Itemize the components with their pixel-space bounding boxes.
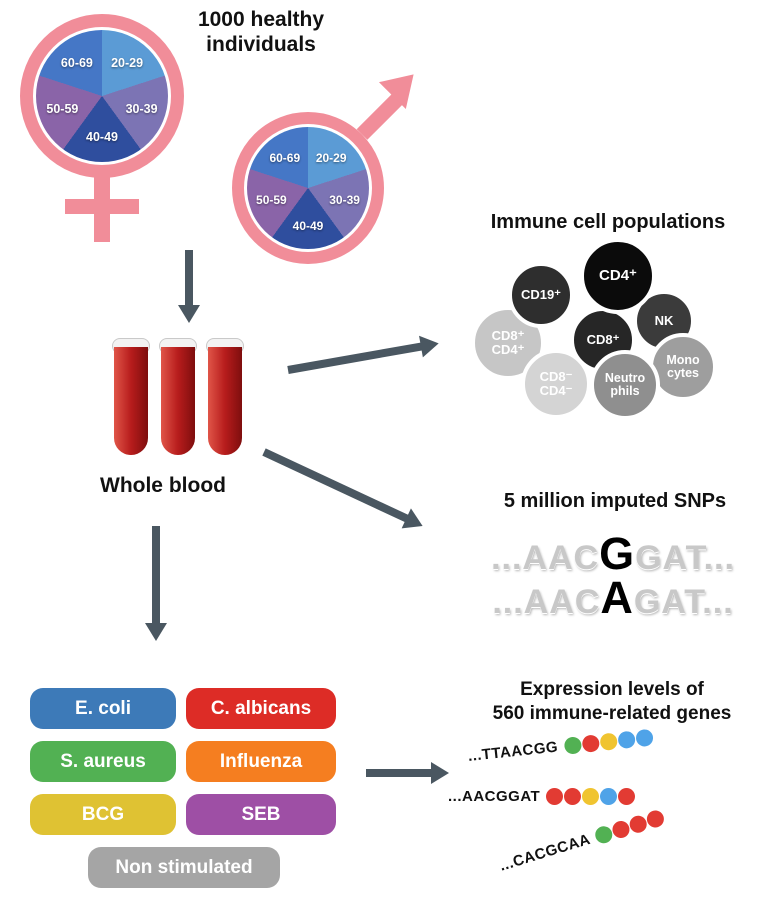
stimulus-label: C. albicans bbox=[210, 697, 312, 719]
gene-sequence: ...TTAACGG bbox=[467, 738, 559, 765]
arrow-blood-to-cells bbox=[287, 342, 423, 374]
age-label: 20-29 bbox=[315, 150, 347, 165]
female-symbol-crossbar bbox=[65, 199, 139, 214]
whole-blood-label: Whole blood bbox=[100, 474, 226, 497]
tube-body bbox=[161, 347, 195, 455]
gene-sequence: ...CACGCAA bbox=[497, 830, 593, 875]
cell-label: CD4⁺ bbox=[599, 267, 637, 285]
snp-seq-prefix: ...AAC bbox=[491, 539, 600, 577]
stimulus-non-stimulated: Non stimulated bbox=[88, 847, 280, 888]
stimulus-influenza: Influenza bbox=[186, 741, 336, 782]
snp-sequence-1: ...AACGGAT... bbox=[455, 528, 771, 580]
age-label: 30-39 bbox=[125, 102, 158, 117]
stimulus-calbicans: C. albicans bbox=[186, 688, 336, 729]
female-symbol: 20-29 30-39 40-49 50-59 60-69 bbox=[20, 14, 184, 178]
cell-neutrophils: Neutro phils bbox=[590, 350, 660, 420]
cell-label: Neutro phils bbox=[604, 370, 646, 398]
age-label: 40-49 bbox=[292, 218, 324, 233]
arrow-blood-to-stimuli bbox=[152, 526, 160, 624]
blood-tubes bbox=[112, 338, 252, 458]
snp-seq-prefix: ...AAC bbox=[492, 583, 601, 621]
cell-label: CD19⁺ bbox=[520, 287, 562, 303]
tube-body bbox=[208, 347, 242, 455]
arrow-individuals-to-blood bbox=[185, 250, 193, 306]
cell-cd4: CD4⁺ bbox=[580, 238, 656, 314]
arrow-blood-to-snps bbox=[262, 448, 409, 523]
stimulus-label: E. coli bbox=[75, 697, 131, 719]
snp-seq-suffix: GAT... bbox=[635, 539, 735, 577]
expression-dot bbox=[600, 788, 618, 805]
gene-expression-row: ...TTAACGG bbox=[467, 728, 654, 765]
cell-cd19: CD19⁺ bbox=[508, 262, 574, 328]
cohort-title: 1000 healthy individuals bbox=[197, 8, 325, 56]
arrow-stimuli-to-expression bbox=[366, 762, 449, 784]
expression-dot bbox=[634, 728, 654, 748]
snp-sequence-2: ...AACAGAT... bbox=[455, 572, 771, 624]
male-age-pie: 20-29 30-39 40-49 50-59 60-69 bbox=[247, 127, 369, 249]
snps-title: 5 million imputed SNPs bbox=[503, 490, 727, 512]
expression-dot bbox=[581, 734, 600, 753]
stimulus-label: BCG bbox=[81, 803, 125, 825]
stimulus-label: Non stimulated bbox=[115, 856, 253, 878]
cell-label: Mono cytes bbox=[666, 352, 700, 380]
expression-dot bbox=[616, 730, 636, 750]
cell-monocytes: Mono cytes bbox=[649, 333, 717, 401]
stimulus-saureus: S. aureus bbox=[30, 741, 176, 782]
age-label: 50-59 bbox=[256, 193, 287, 208]
cell-label: NK bbox=[654, 313, 674, 329]
stimulus-label: SEB bbox=[241, 803, 281, 825]
stimulus-ecoli: E. coli bbox=[30, 688, 176, 729]
snp-variant-allele: G bbox=[599, 528, 636, 579]
age-label: 30-39 bbox=[329, 193, 360, 208]
expression-dot bbox=[546, 788, 564, 805]
blood-tube-icon bbox=[159, 338, 197, 458]
gene-sequence: ...AACGGAT bbox=[448, 788, 541, 805]
tube-body bbox=[114, 347, 148, 455]
gene-expression-row: ...AACGGAT bbox=[448, 788, 636, 805]
immune-populations-title: Immune cell populations bbox=[490, 211, 726, 233]
age-label: 60-69 bbox=[269, 150, 301, 165]
stimulus-seb: SEB bbox=[186, 794, 336, 835]
expression-dot bbox=[563, 736, 582, 755]
gene-expression-row: ...CACGCAA bbox=[497, 808, 667, 875]
blood-tube-icon bbox=[206, 338, 244, 458]
age-label: 60-69 bbox=[60, 56, 93, 70]
cell-label: CD8⁺ bbox=[586, 332, 620, 348]
cell-label: CD8⁻ CD4⁻ bbox=[539, 369, 573, 398]
expression-dot bbox=[644, 808, 667, 830]
snp-seq-suffix: GAT... bbox=[633, 583, 734, 621]
age-label: 50-59 bbox=[46, 102, 79, 117]
age-label: 20-29 bbox=[111, 56, 144, 70]
blood-tube-icon bbox=[112, 338, 150, 458]
female-age-pie: 20-29 30-39 40-49 50-59 60-69 bbox=[36, 30, 168, 162]
expression-dot bbox=[618, 788, 636, 805]
stimulus-label: Influenza bbox=[219, 750, 303, 772]
stimulus-bcg: BCG bbox=[30, 794, 176, 835]
cell-cd8neg-cd4neg: CD8⁻ CD4⁻ bbox=[521, 349, 591, 419]
stimulus-label: S. aureus bbox=[60, 750, 146, 772]
expression-dot bbox=[598, 732, 618, 752]
expression-dot bbox=[582, 788, 600, 805]
snp-variant-allele: A bbox=[600, 572, 634, 623]
age-label: 40-49 bbox=[86, 129, 118, 144]
expression-dot bbox=[564, 788, 582, 805]
cell-label: CD8⁺ CD4⁺ bbox=[491, 328, 525, 357]
male-symbol: 20-29 30-39 40-49 50-59 60-69 bbox=[232, 112, 384, 264]
expression-title: Expression levels of 560 immune-related … bbox=[492, 679, 732, 724]
